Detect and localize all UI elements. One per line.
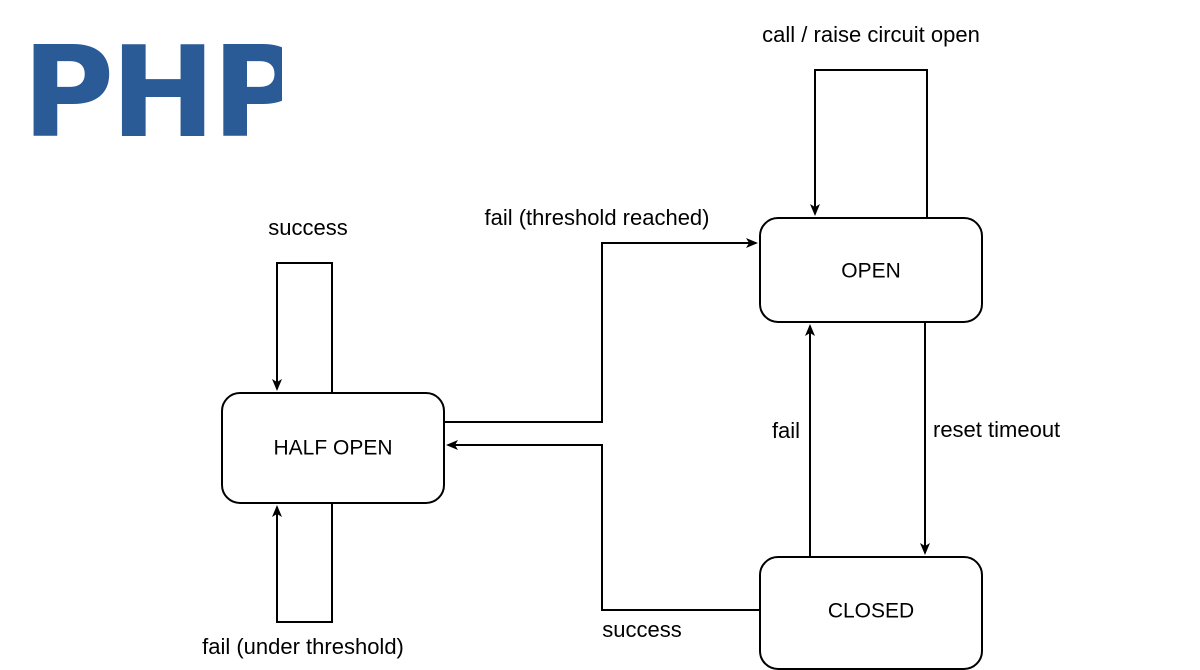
state-label-half-open: HALF OPEN (273, 437, 392, 460)
state-node-open[interactable]: OPEN (759, 217, 983, 323)
state-node-half-open[interactable]: HALF OPEN (221, 392, 445, 504)
transition-closed-to-halfopen: success (446, 440, 760, 642)
edge-label-fail-under-threshold: fail (under threshold) (202, 634, 404, 659)
transition-closed-to-open: fail (772, 324, 815, 557)
transition-halfopen-to-open: fail (threshold reached) (444, 205, 758, 423)
transition-halfopen-self-success: success (268, 215, 348, 393)
transition-open-to-closed: reset timeout (920, 322, 1060, 555)
edge-label-halfopen-success: success (268, 215, 347, 240)
state-box-closed[interactable] (759, 556, 983, 670)
edge-closed-to-halfopen-path (446, 440, 760, 611)
edge-label-fail-threshold-reached: fail (threshold reached) (484, 205, 709, 230)
edge-label-open-self: call / raise circuit open (762, 22, 980, 47)
php-logo-text: PHP (22, 19, 282, 166)
edge-halfopen-fail-path (272, 503, 333, 623)
edge-label-closed-success: success (602, 617, 681, 642)
transition-halfopen-self-fail: fail (under threshold) (202, 503, 404, 659)
edge-label-reset-timeout: reset timeout (933, 417, 1060, 442)
state-label-closed: CLOSED (828, 600, 914, 623)
edge-open-self-path (810, 69, 928, 218)
state-box-half-open[interactable] (221, 392, 445, 504)
php-logo: PHP (22, 19, 282, 166)
state-node-closed[interactable]: CLOSED (759, 556, 983, 670)
edge-halfopen-success-path (272, 262, 333, 393)
state-box-open[interactable] (759, 217, 983, 323)
edge-label-fail: fail (772, 418, 800, 443)
edge-halfopen-to-open-path (444, 238, 758, 423)
state-label-open: OPEN (841, 260, 901, 283)
transition-open-self: call / raise circuit open (762, 22, 980, 218)
